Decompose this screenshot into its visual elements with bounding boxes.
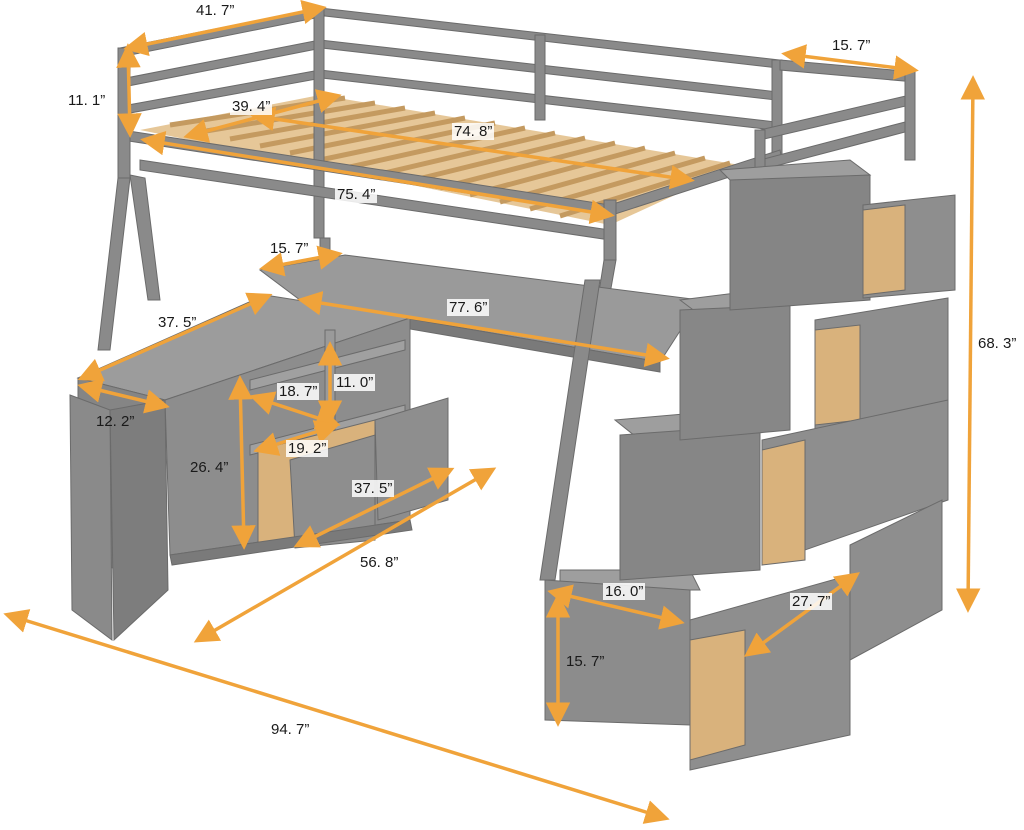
- label-shelf-width: 19. 2”: [286, 440, 329, 457]
- arrow-top-height: [116, 43, 142, 138]
- label-drawer-length: 37. 5”: [352, 480, 395, 497]
- arrow-right-depth-top: [781, 44, 919, 80]
- arrow-shelf-width: [253, 420, 340, 456]
- label-step-depth: 16. 0”: [603, 583, 646, 600]
- label-desk-depth: 15. 7”: [270, 240, 309, 257]
- arrow-cabinet-length: [77, 292, 273, 382]
- label-shelf-height: 11. 0”: [334, 374, 376, 391]
- dimension-arrows: [3, 0, 986, 824]
- staircase: [539, 159, 956, 771]
- label-desk-length: 77. 6”: [447, 299, 490, 316]
- cabinet-door: [69, 394, 113, 642]
- label-overall-length: 94. 7”: [271, 721, 310, 738]
- arrow-desk-length: [297, 290, 670, 368]
- label-cabinet-length: 37. 5”: [158, 314, 197, 331]
- label-slat-length: 74. 8”: [452, 123, 495, 140]
- arrow-rail-length: [140, 131, 615, 224]
- label-cabinet-depth: 12. 2”: [96, 413, 135, 430]
- arrow-step-depth: [547, 584, 685, 630]
- label-top-width: 41. 7”: [196, 2, 235, 19]
- arrow-step-drawer: [744, 572, 860, 657]
- label-step-height: 15. 7”: [566, 653, 605, 670]
- arrow-overall-height: [955, 75, 986, 613]
- label-top-height: 11. 1”: [68, 92, 106, 109]
- arrow-cabinet-depth: [77, 378, 170, 414]
- arrow-overall-length: [3, 609, 670, 824]
- left-cabinet: [69, 294, 449, 642]
- label-cabinet-height: 26. 4”: [190, 459, 229, 476]
- label-slat-width: 39. 4”: [230, 98, 273, 115]
- arrow-top-width: [123, 0, 327, 57]
- label-shelf-diag: 18. 7”: [277, 383, 320, 400]
- label-desk-total: 56. 8”: [360, 554, 399, 571]
- arrow-desk-depth: [259, 245, 343, 277]
- label-right-depth-top: 15. 7”: [832, 37, 871, 54]
- label-step-drawer: 27. 7”: [790, 593, 833, 610]
- label-rail-length: 75. 4”: [335, 186, 378, 203]
- label-overall-height: 68. 3”: [978, 335, 1017, 352]
